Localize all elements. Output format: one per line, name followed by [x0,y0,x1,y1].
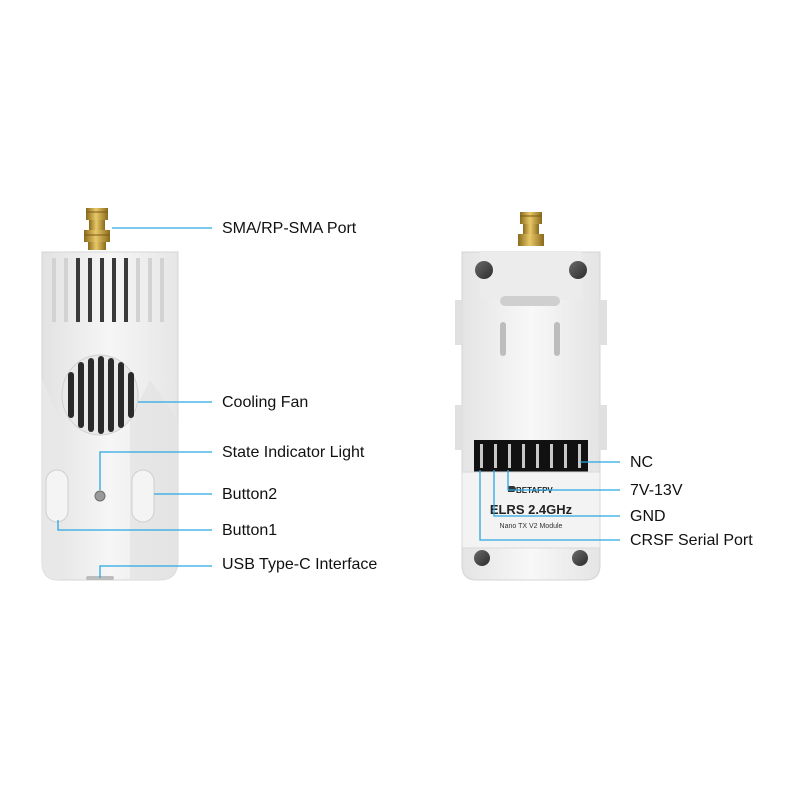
pin-header-base [474,440,588,472]
label-button1: Button1 [222,522,278,539]
label-sma-port: SMA/RP-SMA Port [222,220,357,237]
cooling-fan-grille [61,354,139,436]
state-indicator-dot [94,490,106,502]
top-vent [52,258,164,322]
button2-shape [131,469,155,523]
front-module [41,208,179,581]
label-state-indicator-light: State Indicator Light [222,444,365,461]
label-button2: Button2 [222,486,278,503]
leader-state-indicator [99,451,212,490]
leader-button1 [57,520,212,531]
label-nc: NC [630,454,654,471]
leader-crsf [479,470,620,541]
screw-top-right [569,261,587,279]
pin-header-pins [480,444,581,468]
leader-usb-type-c [99,565,212,578]
leader-power [507,470,620,491]
leader-gnd [493,470,620,517]
betafpv-logo-icon [508,486,516,492]
back-leader-lines [479,461,620,541]
sma-connector-back [518,212,544,246]
screw-bottom-left [474,550,490,566]
button1-shape [45,469,69,523]
module-name-text: Nano TX V2 Module [500,523,563,530]
front-leader-lines [57,227,212,578]
screw-top-left [475,261,493,279]
label-usb-type-c: USB Type-C Interface [222,556,378,573]
label-plate [461,471,601,549]
sma-connector-front [84,208,110,250]
back-module: BETAFPV ELRS 2.4GHz Nano TX V2 Module [455,212,607,581]
label-gnd: GND [630,508,666,525]
screw-bottom-right [572,550,588,566]
model-text: ELRS 2.4GHz [490,502,573,517]
label-power: 7V-13V [630,482,683,499]
label-cooling-fan: Cooling Fan [222,394,309,411]
label-crsf: CRSF Serial Port [630,532,753,549]
